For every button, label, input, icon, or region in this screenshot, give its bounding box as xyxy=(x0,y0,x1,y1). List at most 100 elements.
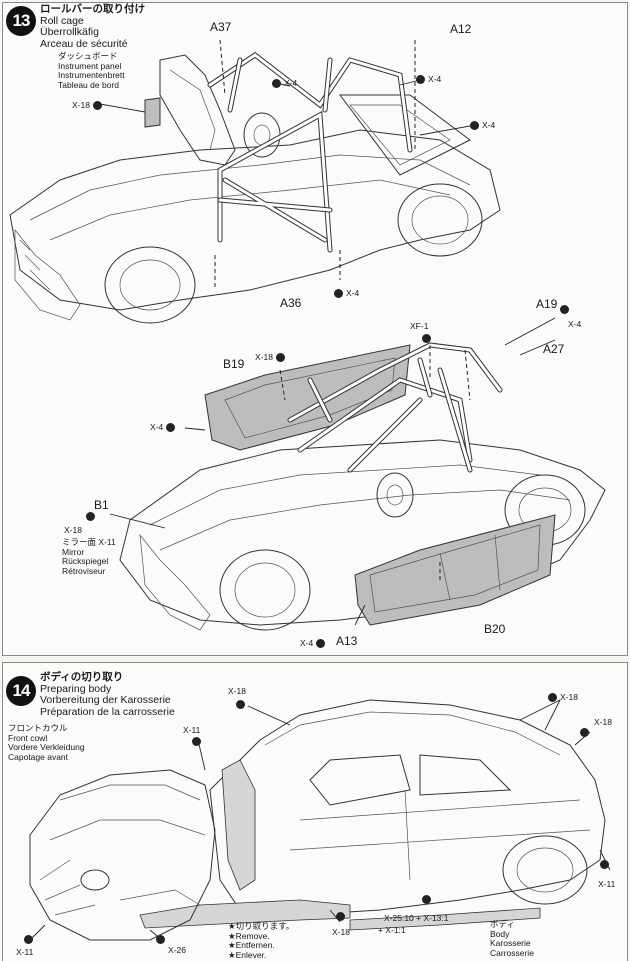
step-13-title-en: Roll cage xyxy=(40,14,84,27)
screw-x11-b xyxy=(600,860,609,869)
screw-formula-line2: + X-1:1 xyxy=(378,925,406,935)
body-de: Karosserie xyxy=(490,938,531,948)
step-13-title-jp: ロールバーの取り付け xyxy=(40,3,145,15)
mirror-en: Mirror xyxy=(62,546,85,557)
screw-icon xyxy=(166,422,176,432)
screw-x18-b: X-18 xyxy=(255,352,285,362)
screw-x18-c xyxy=(86,512,95,521)
screw-icon xyxy=(316,638,326,648)
screw-x11-a xyxy=(192,737,201,746)
mirror-de: Rückspiegel xyxy=(62,556,109,566)
screw-x26 xyxy=(156,935,165,944)
upper-roll-cage xyxy=(207,51,413,253)
step-14-title-de: Vorbereitung der Karosserie xyxy=(40,694,171,706)
label-a36: A36 xyxy=(280,296,302,310)
lower-chassis-drawing xyxy=(119,439,606,631)
instrument-panel-de: Instrumentenbrett xyxy=(58,70,125,80)
label-a13: A13 xyxy=(336,634,358,648)
screw-icon xyxy=(470,120,479,130)
part-b20-panel xyxy=(354,514,556,626)
label-xf1: XF-1 xyxy=(410,321,429,331)
part-b19-panel xyxy=(204,344,411,451)
label-a37: A37 xyxy=(210,20,232,34)
front-cowl-jp: フロントカウル xyxy=(8,723,68,733)
label-a27: A27 xyxy=(543,342,565,356)
screw-x11-a-label: X-11 xyxy=(183,725,201,735)
screw-icon xyxy=(92,100,102,110)
screw-icon xyxy=(600,860,609,869)
screw-x18-g-label: X-18 xyxy=(332,927,350,937)
instrument-panel-callout: ダッシュボード Instrument panel Instrumentenbre… xyxy=(58,51,125,90)
front-cowl-en: Front cowl xyxy=(8,732,48,743)
screw-x4-c: X-4 xyxy=(470,120,495,130)
label-b1: B1 xyxy=(94,498,109,512)
step-14-title-jp: ボディの切り取り xyxy=(40,671,124,683)
instrument-panel-en: Instrument panel xyxy=(58,60,122,71)
upper-chassis-drawing xyxy=(9,54,501,324)
screw-icon xyxy=(422,895,431,904)
screw-x4-f: X-4 xyxy=(150,422,176,432)
lower-roll-cage xyxy=(287,342,503,473)
screw-icon xyxy=(548,692,557,702)
label-b20: B20 xyxy=(484,622,506,636)
screw-x4-d: X-4 xyxy=(334,288,359,298)
screw-x11-c xyxy=(24,935,33,944)
screw-xf1 xyxy=(422,334,431,343)
screw-formula xyxy=(422,895,431,904)
label-a12: A12 xyxy=(450,22,472,36)
screw-x18-d-label: X-18 xyxy=(228,686,246,696)
mirror-callout: ミラー面 X-11 Mirror Rückspiegel Rétroviseur xyxy=(62,537,116,576)
step-13-title-fr: Arceau de sécurité xyxy=(40,37,128,50)
screw-x18-f-label: X-18 xyxy=(594,717,612,727)
front-cowl-fr: Capotage avant xyxy=(8,751,69,762)
screw-x11-c-label: X-11 xyxy=(16,947,34,957)
body-en: Body xyxy=(490,928,510,939)
screw-icon xyxy=(236,700,245,709)
step-13-title: ロールバーの取り付け Roll cage Überrollkäfig Arcea… xyxy=(40,3,145,50)
step-14-title-en: Preparing body xyxy=(40,682,112,695)
label-b19: B19 xyxy=(223,357,245,371)
mirror-fr: Rétroviseur xyxy=(62,565,106,576)
screw-icon xyxy=(275,352,285,362)
body-callout: ボディ Body Karosserie Carrosserie xyxy=(490,919,534,958)
step-13-title-de: Überrollkäfig xyxy=(40,26,99,38)
screw-icon xyxy=(24,935,33,944)
mirror-screw: X-11 xyxy=(98,537,116,547)
instrument-panel-fr: Tableau de bord xyxy=(58,79,119,90)
screw-icon xyxy=(192,737,201,746)
screw-icon xyxy=(422,334,431,343)
step-14-title-fr: Préparation de la carrosserie xyxy=(40,705,175,718)
front-cowl-de: Vordere Verkleidung xyxy=(8,742,85,752)
screw-icon xyxy=(272,78,281,88)
step-13-drawing xyxy=(9,39,606,631)
screw-icon xyxy=(580,728,589,737)
screw-icon xyxy=(334,288,343,298)
screw-x4-b: X-4 xyxy=(416,74,441,84)
label-a19: A19 xyxy=(536,297,558,311)
front-cowl-callout: フロントカウル Front cowl Vordere Verkleidung C… xyxy=(8,723,85,762)
screw-icon xyxy=(86,512,95,521)
screw-x11-b-label: X-11 xyxy=(598,879,616,889)
screw-x18-f xyxy=(580,728,589,737)
screw-icon xyxy=(336,912,345,921)
screw-x18-d xyxy=(236,700,245,709)
mirror-jp: ミラー面 xyxy=(62,537,97,547)
step-14-number: 14 xyxy=(6,676,36,706)
screw-x18-c-label: X-18 xyxy=(64,525,82,535)
remove-jp: ★切り取ります。 xyxy=(228,921,295,931)
body-jp: ボディ xyxy=(490,919,515,929)
screw-x18-e: X-18 xyxy=(548,692,578,702)
body-fr: Carrosserie xyxy=(490,947,534,958)
step-14-title: ボディの切り取り Preparing body Vorbereitung der… xyxy=(40,671,175,718)
screw-x4-a: X-4 xyxy=(272,78,297,88)
screw-formula-line1: X-25:10 + X-13:1 xyxy=(384,913,449,923)
screw-x4-e xyxy=(560,305,569,314)
remove-legend: ★切り取ります。 ★Remove. ★Entfernen. ★Enlever. xyxy=(228,921,295,960)
screw-x4-e-label: X-4 xyxy=(568,319,582,329)
screw-x4-g: X-4 xyxy=(300,638,326,648)
screw-x26-label: X-26 xyxy=(168,945,186,955)
remove-de: ★Entfernen. xyxy=(228,940,275,950)
instrument-panel-jp: ダッシュボード xyxy=(58,51,118,61)
remove-en: ★Remove. xyxy=(228,930,270,941)
step-13-number: 13 xyxy=(6,6,36,36)
